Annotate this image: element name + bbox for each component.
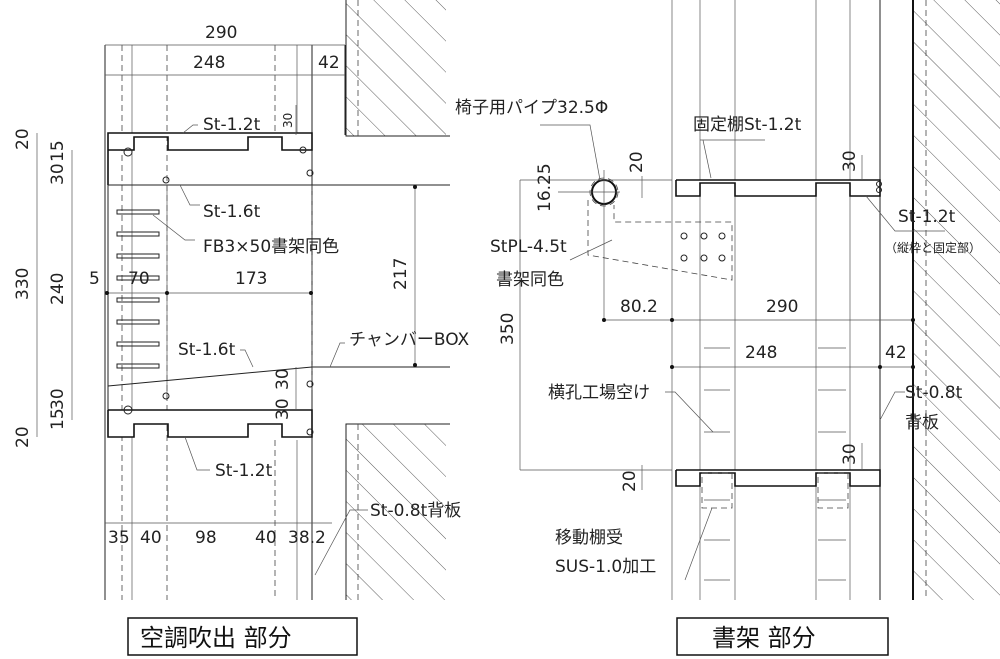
dim-20-top: 20: [627, 151, 647, 173]
left-section-drawing: [36, 0, 450, 600]
bolt-holes: [680, 232, 726, 262]
dim-42: 42: [318, 53, 340, 73]
label-lower-plate: St-1.6t: [178, 340, 236, 360]
label-shelf-support: 移動棚受: [555, 528, 623, 548]
dim-98: 98: [195, 528, 217, 548]
label-side-holes: 横孔工場空け: [548, 383, 650, 403]
label-back-plate-spec: St-0.8t: [905, 383, 963, 403]
left-dimensions: 290 248 42 35 40 98 40 38.2 20 15 30 330…: [13, 23, 411, 548]
label-frame-note: （縦枠と固定部）: [885, 240, 981, 255]
louver-bars: [116, 209, 160, 369]
dim-30-mid: 30: [273, 368, 293, 390]
dim-20-bottom: 20: [13, 426, 33, 448]
dim-38-2: 38.2: [288, 528, 326, 548]
dim-20-top: 20: [13, 128, 33, 150]
dim-20-bottom: 20: [620, 470, 640, 492]
right-section-drawing: [519, 0, 1000, 600]
dim-30-top: 30: [48, 163, 68, 185]
dim-30-low: 30: [273, 398, 293, 420]
dim-30-bottom: 30: [840, 443, 860, 465]
dim-173: 173: [235, 269, 267, 289]
shelf-slots: [704, 347, 846, 581]
dim-70: 70: [128, 269, 150, 289]
dim-30-upper: 30: [281, 113, 295, 128]
label-bottom-plate: St-1.2t: [215, 461, 273, 481]
left-title-box: 空調吹出 部分: [127, 617, 358, 656]
fixed-shelf: [675, 179, 882, 197]
label-steel-plate: StPL-4.5t: [490, 237, 567, 257]
label-frame-plate: St-1.2t: [898, 207, 956, 227]
movable-shelf: [675, 469, 881, 509]
dim-330: 330: [13, 268, 33, 300]
dim-15-bottom: 15: [48, 408, 68, 430]
dim-80-2: 80.2: [620, 297, 658, 317]
dim-217: 217: [391, 258, 411, 290]
dim-290: 290: [766, 297, 798, 317]
label-plate-color: 書架同色: [496, 270, 564, 290]
label-back-plate: 背板: [905, 413, 939, 433]
left-title: 空調吹出 部分: [140, 624, 292, 652]
dim-5: 5: [89, 269, 100, 289]
dim-42: 42: [885, 343, 907, 363]
label-top-plate: St-1.2t: [203, 115, 261, 135]
right-labels: 椅子用パイプ32.5Φ 固定棚St-1.2t St-1.2t （縦枠と固定部） …: [455, 98, 981, 577]
dim-248: 248: [193, 53, 225, 73]
dim-240: 240: [48, 273, 68, 305]
dim-40a: 40: [140, 528, 162, 548]
label-chair-pipe: 椅子用パイプ32.5Φ: [455, 98, 608, 118]
label-flat-bar: FB3×50書架同色: [203, 237, 339, 257]
right-title: 書架 部分: [712, 624, 816, 652]
label-back-plate: St-0.8t背板: [370, 501, 461, 521]
label-upper-plate: St-1.6t: [203, 202, 261, 222]
label-chamber-box: チャンバーBOX: [349, 330, 469, 350]
left-labels: St-1.2t St-1.6t FB3×50書架同色 St-1.6t チャンバー…: [178, 115, 469, 521]
dim-40b: 40: [255, 528, 277, 548]
dim-16-25: 16.25: [535, 163, 555, 212]
lower-frame: [107, 380, 314, 438]
label-fixed-shelf: 固定棚St-1.2t: [693, 115, 802, 135]
wall-lower: [345, 423, 450, 600]
dim-35: 35: [108, 528, 130, 548]
right-dimensions: 20 16.25 30 80.2 290 248 42 350 30 20: [498, 150, 907, 492]
right-title-box: 書架 部分: [676, 617, 889, 656]
upper-frame: [107, 132, 314, 186]
dim-350: 350: [498, 313, 518, 345]
wall-right: [914, 0, 1000, 600]
chair-pipe: [589, 170, 619, 320]
wall-upper: [345, 0, 450, 137]
dim-248: 248: [745, 343, 777, 363]
dim-30-top: 30: [840, 150, 860, 172]
dim-30-bottom: 30: [48, 388, 68, 410]
dim-15-top: 15: [48, 140, 68, 162]
dim-290: 290: [205, 23, 237, 43]
label-support-spec: SUS-1.0加工: [555, 557, 656, 577]
